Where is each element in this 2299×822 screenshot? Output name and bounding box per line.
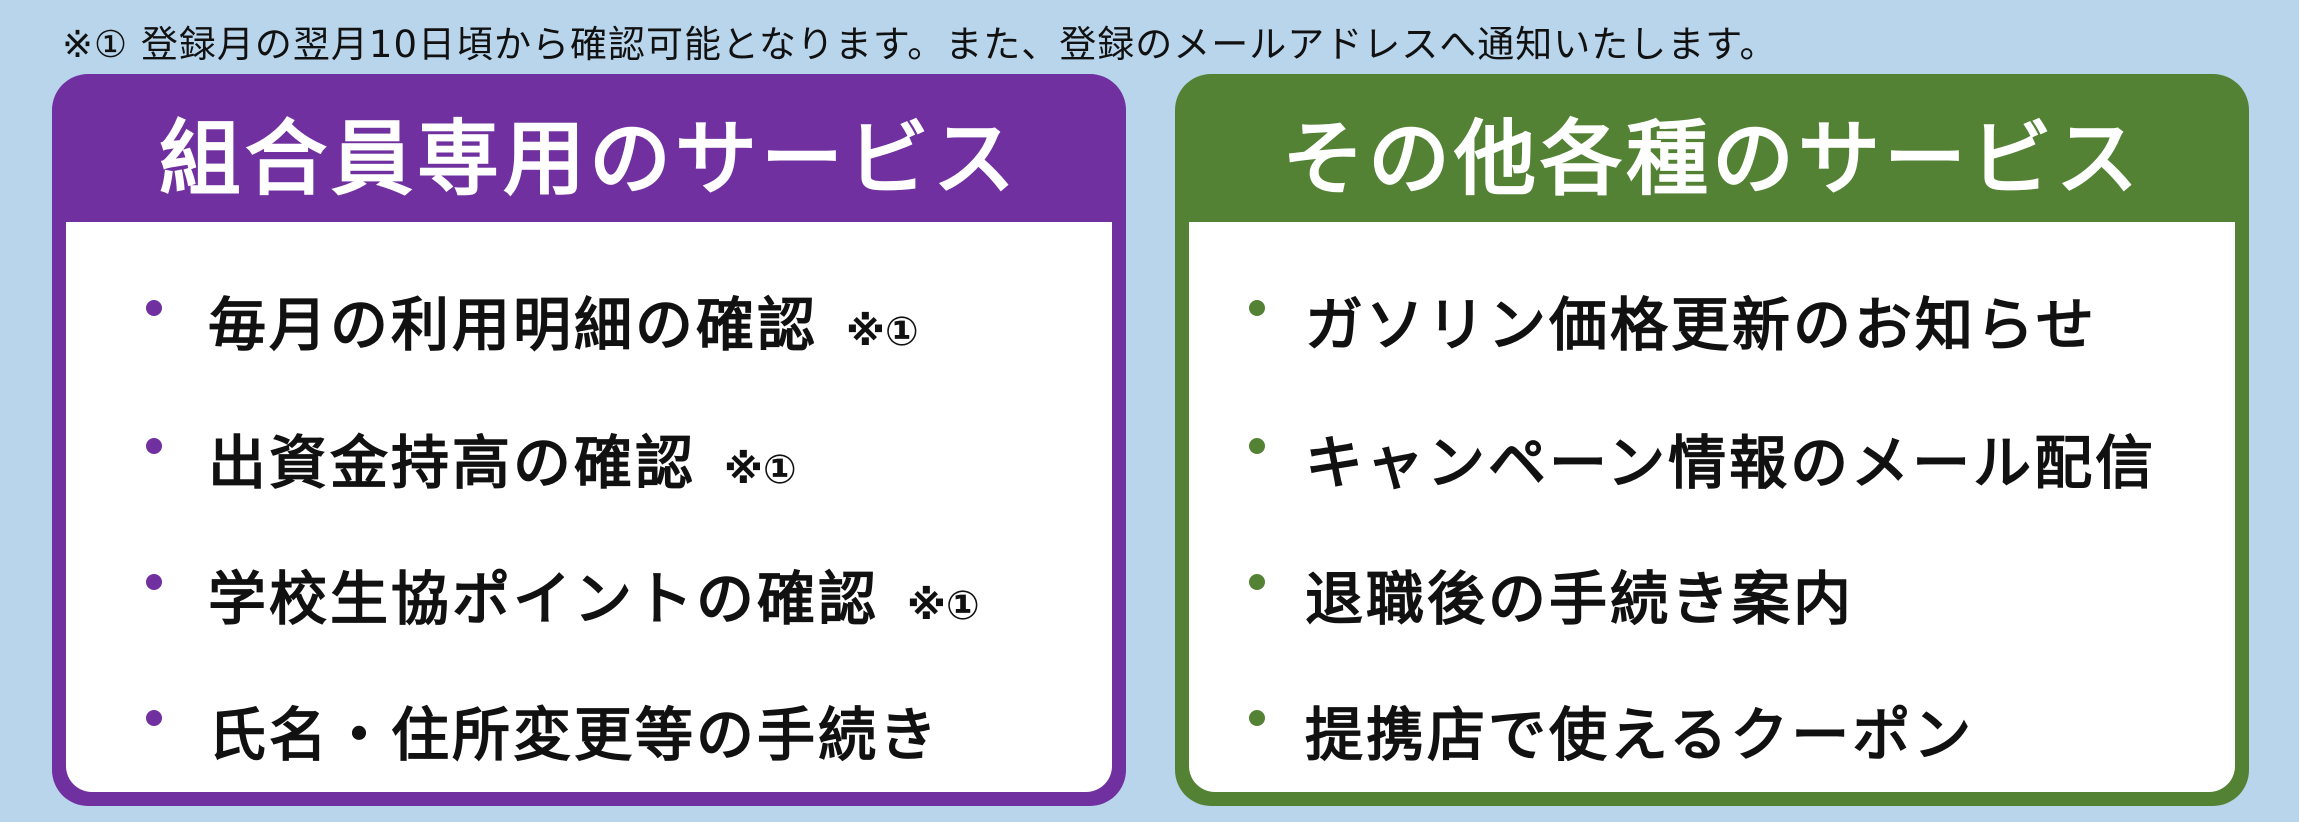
item-label: 退職後の手続き案内 [1305,565,1855,633]
bullet-icon [1249,574,1265,590]
item-label: ガソリン価格更新のお知らせ [1305,291,2097,359]
other-services-card: その他各種のサービス ガソリン価格更新のお知らせ キャンペーン情報のメール配信 … [1175,74,2249,806]
bullet-icon [146,438,162,454]
note-mark: ※① [724,447,797,493]
bullet-icon [146,300,162,316]
item-label: 氏名・住所変更等の手続き [208,701,941,769]
other-services-title: その他各種のサービス [1281,112,2142,207]
bullet-icon [146,574,162,590]
bullet-icon [1249,438,1265,454]
bullet-icon [146,710,162,726]
item-label: キャンペーン情報のメール配信 [1305,429,2157,497]
member-services-title: 組合員専用のサービス [158,112,1019,207]
member-services-card: 組合員専用のサービス 毎月の利用明細の確認 ※① 出資金持高の確認 ※① 学校生協ポ… [52,74,1126,806]
bullet-icon [1249,710,1265,726]
item-label: 学校生協ポイントの確認 [208,565,880,633]
footnote: ※① 登録月の翌月10日頃から確認可能となります。また、登録のメールアドレスへ通… [62,23,1778,66]
note-mark: ※① [846,309,919,355]
bullet-icon [1249,300,1265,316]
note-mark: ※① [907,583,980,629]
other-services-list: ガソリン価格更新のお知らせ キャンペーン情報のメール配信 退職後の手続き案内 提… [1189,222,2235,792]
member-services-list: 毎月の利用明細の確認 ※① 出資金持高の確認 ※① 学校生協ポイントの確認 ※① 氏名… [66,222,1112,792]
item-label: 提携店で使えるクーポン [1305,701,1975,769]
item-label: 出資金持高の確認 [208,429,697,497]
item-label: 毎月の利用明細の確認 [208,291,819,359]
